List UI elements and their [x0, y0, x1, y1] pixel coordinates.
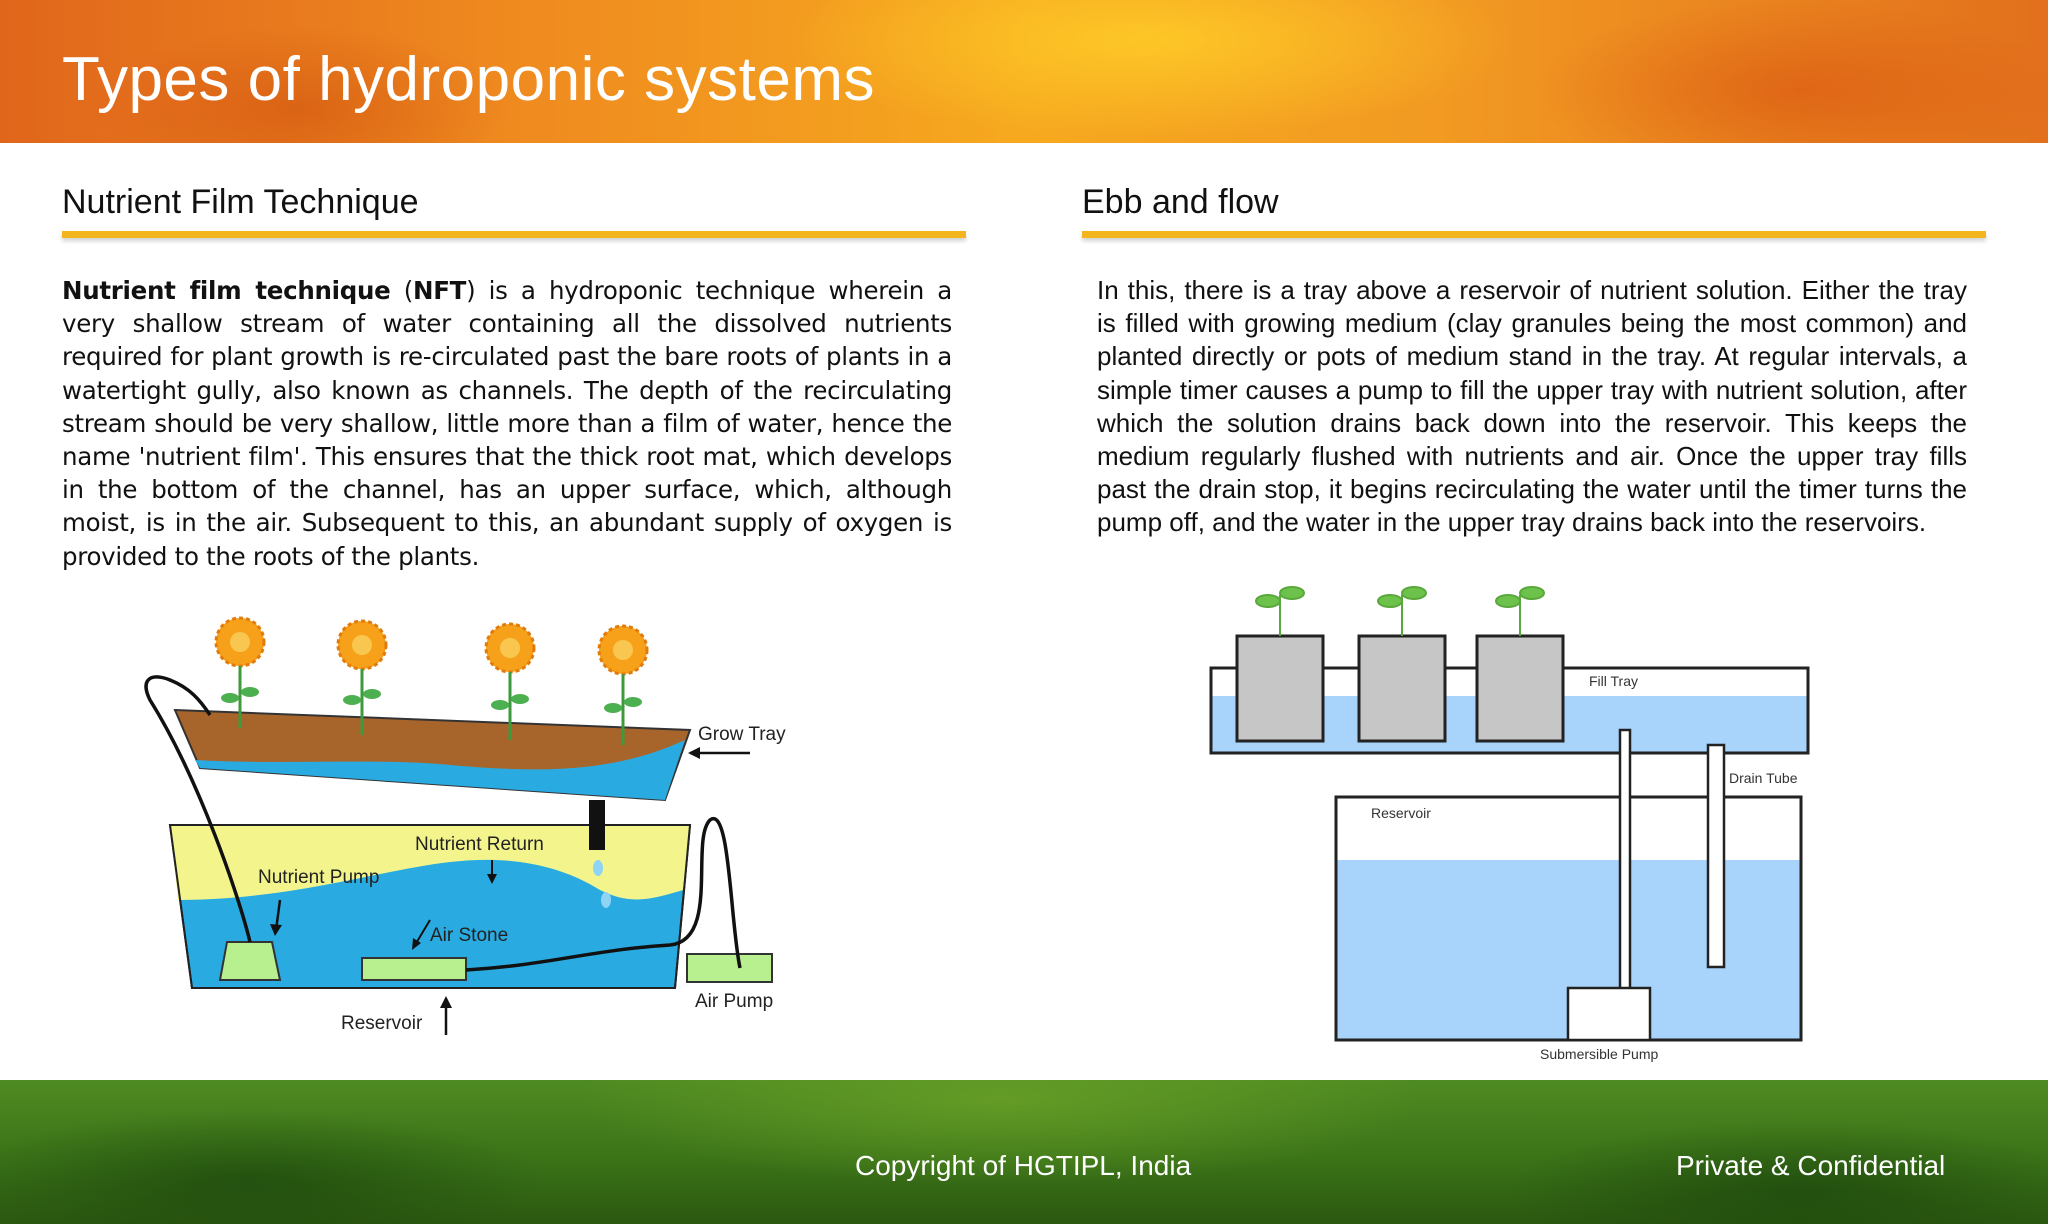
- plant-pot: [1235, 634, 1325, 743]
- submersible-pump: [1566, 986, 1652, 1042]
- nft-description-text: ) is a hydroponic technique wherein a ve…: [62, 276, 953, 571]
- label-air-stone: Air Stone: [430, 925, 508, 946]
- label-submersible-pump: Submersible Pump: [1540, 1046, 1658, 1062]
- plant-pot: [1475, 634, 1565, 743]
- label-nutrient-return: Nutrient Return: [415, 834, 544, 855]
- grow-tray-water: [195, 740, 685, 800]
- nft-term: Nutrient film technique: [62, 276, 391, 305]
- confidential-text: Private & Confidential: [1676, 1150, 1946, 1181]
- ebb-flow-heading: Ebb and flow: [1082, 183, 1279, 221]
- air-pump: [686, 953, 773, 983]
- nft-description: Nutrient film technique (NFT) is a hydro…: [62, 274, 952, 573]
- plant-pot: [1357, 634, 1447, 743]
- flower-plant: [336, 619, 388, 735]
- fill-tube: [1618, 728, 1632, 994]
- air-stone: [361, 957, 467, 981]
- label-reservoir: Reservoir: [341, 1013, 423, 1034]
- flower-plant: [484, 622, 536, 740]
- ebb-flow-heading-rule: [1082, 231, 1986, 238]
- flower-plant: [214, 616, 266, 728]
- nutrient-return-pipe: [589, 800, 605, 850]
- flower-plant: [597, 624, 649, 745]
- label-reservoir: Reservoir: [1371, 805, 1431, 821]
- label-fill-tray: Fill Tray: [1589, 673, 1638, 689]
- copyright-text: Copyright of HGTIPL, India: [855, 1150, 1192, 1181]
- label-grow-tray: Grow Tray: [698, 724, 786, 745]
- nutrient-pump-tube: [144, 675, 252, 943]
- nft-abbreviation: NFT: [413, 276, 467, 305]
- footer-banner: [0, 1080, 2048, 1224]
- nft-diagram: Grow Tray Nutrient Return Nutrient Pump …: [144, 616, 786, 1035]
- nft-open-paren: (: [390, 276, 414, 305]
- ebb-flow-description: In this, there is a tray above a reservo…: [1097, 275, 1967, 538]
- label-air-pump: Air Pump: [695, 991, 773, 1012]
- header-banner: [0, 0, 2048, 143]
- nutrient-solution: [170, 825, 690, 900]
- page-title: Types of hydroponic systems: [62, 45, 875, 114]
- ebb-flow-diagram: Fill Tray Drain Tube Reservoir Submersib…: [1209, 586, 1810, 1062]
- nft-heading-rule: [62, 231, 966, 238]
- drain-tube: [1706, 743, 1726, 969]
- nutrient-pump: [218, 941, 282, 981]
- label-nutrient-pump: Nutrient Pump: [258, 867, 379, 888]
- air-tube: [465, 816, 742, 972]
- nft-heading: Nutrient Film Technique: [62, 183, 419, 221]
- label-drain-tube: Drain Tube: [1729, 770, 1798, 786]
